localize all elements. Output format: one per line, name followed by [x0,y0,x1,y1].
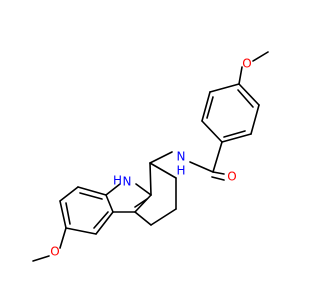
bond-benzo-double-2 [65,202,71,225]
bond-c9a-c4a [134,194,152,213]
bond-benzo-2 [59,186,79,202]
bond-c1-c9a [149,162,152,196]
bond-benzo-1 [77,186,107,196]
bond-ringA-double-3 [237,89,254,108]
atom-h-amide: H [176,164,185,178]
atom-o-bottom: O [50,245,59,259]
bond-o-bottom-methyl [32,255,50,262]
bond-carbonyl-o-b [211,176,225,181]
bond-c1-c2 [149,162,177,179]
bond-benzo-double-3 [93,211,109,229]
bond-ring-o-bottom [59,227,67,249]
bond-o-top-ring [238,66,243,85]
bond-c4b-c8a [105,194,114,213]
bond-c3-c4 [150,208,177,226]
atom-h-indole: H [113,174,122,188]
bond-benzo-5 [95,211,114,235]
bond-methyl-o-top [252,51,269,62]
bond-ringA-double-2 [223,130,246,138]
bond-benzo-4 [65,227,97,235]
bond-carbonyl-o-a [212,171,225,175]
bond-n-c1 [149,151,173,164]
bond-ring-carbonyl [212,141,223,173]
molecule-diagram: O O N H N H O [32,51,269,262]
bond-ringA-3 [201,120,223,143]
bond-ringA-double-1 [206,96,214,119]
molecule-structure: O O N H N H O [32,51,269,262]
bond-benzo-double-1 [79,192,103,200]
bond-c9a-n [135,183,152,196]
bond-carbonyl-n [189,161,214,173]
bond-n-c8a [105,183,121,196]
bond-ringA-4 [221,133,252,143]
bond-c4-c4a [134,211,152,226]
bond-ringA-1 [209,83,240,93]
bond-benzo-3 [59,200,67,229]
bond-c9a-c4a-double [134,198,148,208]
bond-ringA-6 [238,83,260,106]
bond-ringA-5 [250,104,260,135]
atom-n-amide: N [177,150,186,164]
atom-o-top: O [242,57,251,71]
atom-o-carbonyl: O [227,170,236,184]
atom-n-indole: N [123,175,132,189]
bond-ringA-2 [201,91,211,122]
